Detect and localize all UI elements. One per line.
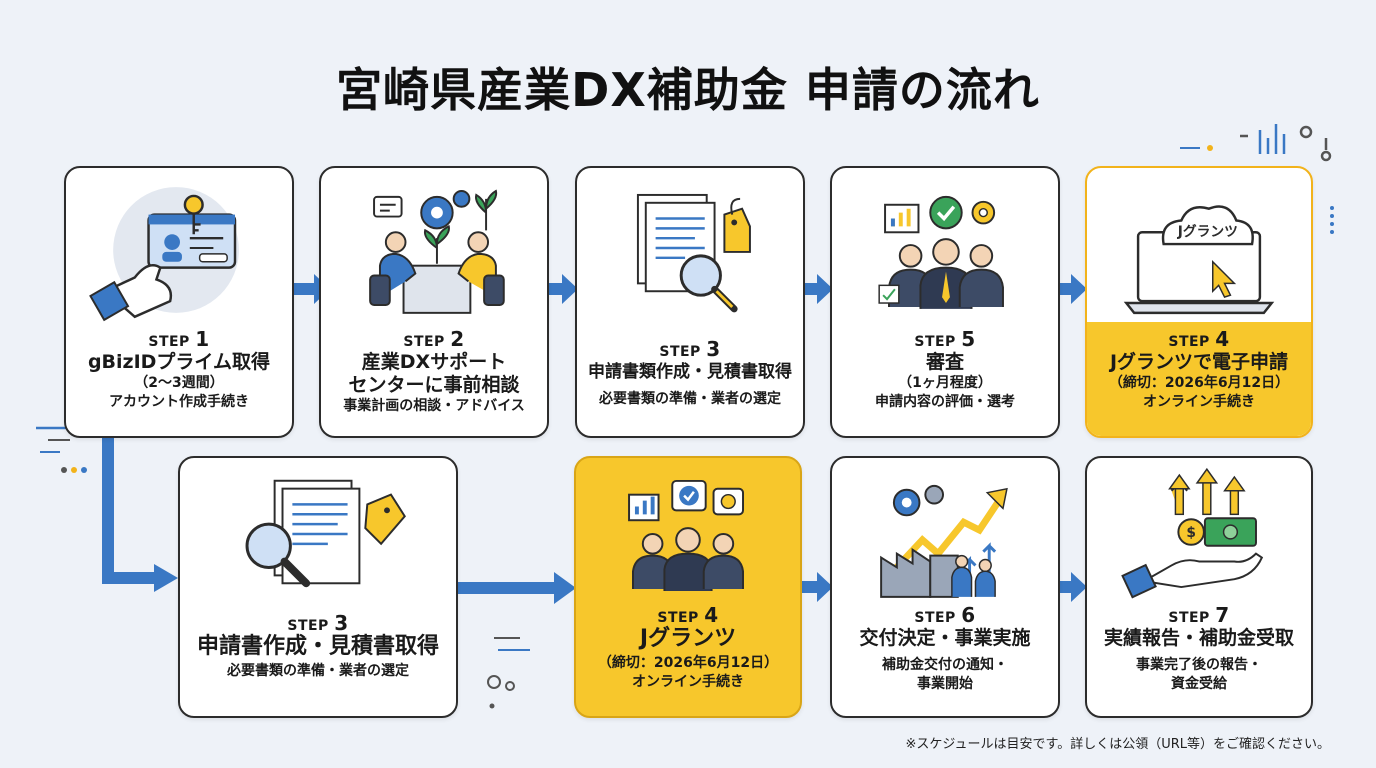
factory-growth-icon xyxy=(880,484,1008,598)
step-word: STEP xyxy=(1168,610,1210,626)
step-card-highlight: Jグランツ STEP 4 Jグランツで電子申請 （締切：2026年6月12日） … xyxy=(1085,166,1313,438)
step-description: 申請内容の評価・選考 xyxy=(875,394,1015,410)
step-title: gBizIDプライム取得 xyxy=(87,351,271,373)
connector-down-left xyxy=(102,432,178,592)
step-number: 4 xyxy=(1215,327,1230,351)
money-hand-icon: $ xyxy=(1121,467,1264,599)
step-duration: （2〜3週間） xyxy=(134,375,224,391)
step-title: 交付決定・事業実施 xyxy=(859,627,1031,649)
step-number: 1 xyxy=(195,327,210,351)
step-title: Jグランツ xyxy=(639,626,737,651)
step-title: 審査 xyxy=(925,351,964,373)
step-word: STEP xyxy=(914,610,956,626)
step-card: STEP 5 審査 （1ヶ月程度） 申請内容の評価・選考 xyxy=(830,166,1060,438)
step-description: 必要書類の準備・業者の選定 xyxy=(599,391,781,407)
page-title: 宮崎県産業DX補助金 申請の流れ xyxy=(336,63,1040,117)
laptop-cloud-icon: Jグランツ xyxy=(1123,205,1275,315)
arrow-right xyxy=(795,274,833,304)
arrow-right xyxy=(1049,572,1087,602)
arrow-right xyxy=(1049,274,1087,304)
arrow-right xyxy=(795,572,833,602)
step-deadline: （締切：2026年6月12日） xyxy=(597,655,779,671)
step-number: 3 xyxy=(706,337,721,361)
step-description: オンライン手続き xyxy=(632,674,744,690)
step-number: 2 xyxy=(450,327,465,351)
step-title: 産業DXサポート xyxy=(361,351,507,373)
consultation-icon xyxy=(369,189,505,314)
step-card: STEP 3 申請書作成・見積書取得 必要書類の準備・業者の選定 xyxy=(178,456,458,718)
step-description: アカウント作成手続き xyxy=(109,394,249,410)
step-number: 5 xyxy=(961,327,976,351)
review-committee-icon xyxy=(628,479,744,591)
step-card: STEP 1 gBizIDプライム取得 （2〜3週間） アカウント作成手続き xyxy=(64,166,294,438)
step-title: Jグランツで電子申請 xyxy=(1109,351,1289,373)
step-word: STEP xyxy=(287,618,329,634)
step-description: 必要書類の準備・業者の選定 xyxy=(227,663,409,679)
id-card-key-icon xyxy=(89,187,239,322)
step-card: STEP 2 産業DXサポート センターに事前相談 事業計画の相談・アドバイス xyxy=(319,166,549,438)
step-title: 実績報告・補助金受取 xyxy=(1103,627,1294,649)
arrow-right xyxy=(540,274,578,304)
step-description: 事業計画の相談・アドバイス xyxy=(343,398,525,414)
documents-magnifier-icon xyxy=(245,479,406,588)
step-title: 申請書類作成・見積書取得 xyxy=(588,362,792,382)
step-number: 3 xyxy=(334,611,349,635)
step-card: STEP 3 申請書類作成・見積書取得 必要書類の準備・業者の選定 xyxy=(575,166,805,438)
step-title: 申請書作成・見積書取得 xyxy=(196,634,439,659)
step-number: 7 xyxy=(1215,603,1230,627)
step-duration: （1ヶ月程度） xyxy=(898,375,992,391)
step-word: STEP xyxy=(659,344,701,360)
step-number: 4 xyxy=(704,603,719,627)
step-description: 事業完了後の報告・ xyxy=(1136,657,1262,673)
step-description: オンライン手続き xyxy=(1143,394,1255,410)
step-description: 補助金交付の通知・ xyxy=(882,657,1008,673)
step-card-highlight: STEP 4 Jグランツ （締切：2026年6月12日） オンライン手続き xyxy=(574,456,802,718)
footer-note: ※スケジュールは目安です。詳しくは公領（URL等）をご確認ください。 xyxy=(905,737,1330,752)
decor-mid xyxy=(487,637,530,709)
step-word: STEP xyxy=(1168,334,1210,350)
step-card: $ STEP 7 実績報告・補助金受取 事業完了後の報告・ 資金受給 xyxy=(1085,456,1313,718)
review-committee-icon xyxy=(878,195,1004,309)
step-number: 6 xyxy=(961,603,976,627)
jgrants-logo: Jグランツ xyxy=(1177,223,1238,240)
arrow-right-long xyxy=(446,572,576,604)
documents-magnifier-icon xyxy=(636,193,751,313)
step-card: STEP 6 交付決定・事業実施 補助金交付の通知・ 事業開始 xyxy=(830,456,1060,718)
step-description-line2: 資金受給 xyxy=(1171,676,1227,692)
step-word: STEP xyxy=(914,334,956,350)
step-word: STEP xyxy=(657,610,699,626)
decor-top-right xyxy=(1180,124,1334,234)
step-deadline: （締切：2026年6月12日） xyxy=(1108,375,1290,391)
step-title-line2: センターに事前相談 xyxy=(348,374,520,396)
step-word: STEP xyxy=(403,334,445,350)
step-description-line2: 事業開始 xyxy=(917,676,973,692)
step-word: STEP xyxy=(148,334,190,350)
svg-text:$: $ xyxy=(1186,525,1196,541)
